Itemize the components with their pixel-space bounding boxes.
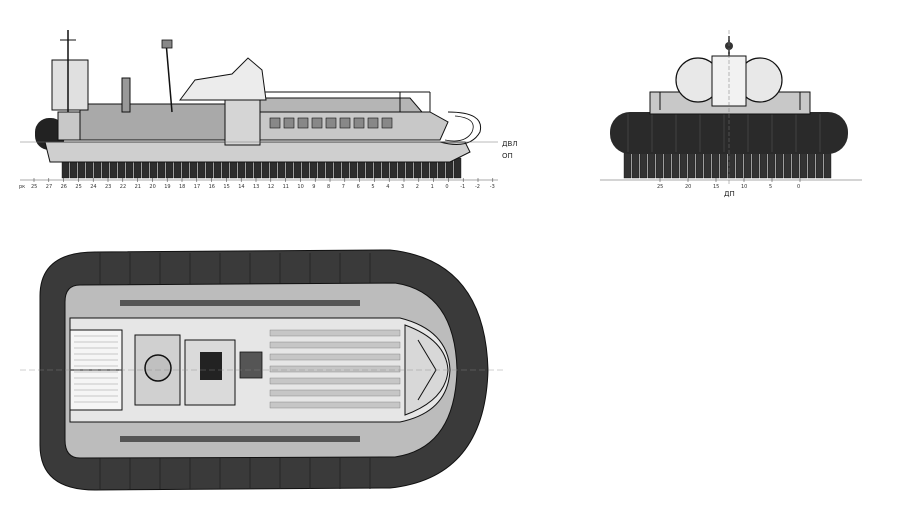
side-bow-ramp	[439, 111, 482, 145]
side-frame-tick-label: 10	[297, 184, 303, 190]
front-frame-tick-label: 15	[713, 184, 719, 190]
plan-rail-bottom	[120, 436, 360, 442]
waterline-label: ДВЛ	[502, 140, 518, 148]
front-frame-tick-label: 5	[769, 184, 772, 190]
side-exhaust	[121, 77, 131, 113]
front-view: 25 20 15 10 5 0 ДП	[600, 30, 862, 198]
side-frame-tick-label: 15	[223, 184, 229, 190]
plan-rail-top	[120, 300, 360, 306]
side-frame-tick-label: 22	[120, 184, 126, 190]
side-frame-tick-label: -1	[460, 184, 465, 190]
side-frame-tick-label: 9	[312, 184, 315, 190]
side-frame-tick-label: -2	[475, 184, 480, 190]
front-frame-tick-label: 0	[797, 184, 800, 190]
side-frame-tick-label: 4	[386, 184, 389, 190]
side-frame-tick-label: 2	[416, 184, 419, 190]
plan-engine-circle	[144, 354, 172, 382]
side-frame-tick-label: 11	[283, 184, 289, 190]
side-frame-tick-label: 25	[31, 184, 37, 190]
side-frame-tick-label: 18	[179, 184, 185, 190]
side-skirt-fingers	[61, 157, 462, 179]
side-frame-tick-label: 24	[90, 184, 96, 190]
side-frame-tick-label: -3	[490, 184, 495, 190]
front-frame-scale: 25 20 15 10 5 0	[657, 178, 801, 190]
side-frame-tick-label: 23	[105, 184, 111, 190]
side-mast-2	[165, 41, 173, 113]
side-frame-tick-label: 14	[238, 184, 244, 190]
frame-prefix: рк	[19, 184, 25, 190]
side-wheelhouse	[179, 57, 267, 101]
front-frame-tick-label: 10	[741, 184, 747, 190]
side-railing	[265, 91, 431, 112]
side-frame-tick-label: 21	[135, 184, 141, 190]
side-frame-tick-label: 3	[401, 184, 404, 190]
side-frame-tick-label: 17	[194, 184, 200, 190]
side-frame-tick-label: 5	[371, 184, 374, 190]
side-frame-tick-label: 12	[268, 184, 274, 190]
side-frame-tick-label: 8	[327, 184, 330, 190]
front-frame-tick-label: 25	[657, 184, 663, 190]
side-frame-tick-label: 7	[342, 184, 345, 190]
front-frame-tick-label: 20	[685, 184, 691, 190]
centerline-label: ДП	[724, 190, 735, 198]
side-frame-tick-label: 16	[209, 184, 215, 190]
side-cabin	[254, 97, 424, 113]
side-frame-tick-label: 13	[253, 184, 259, 190]
side-frame-tick-label: 27	[46, 184, 52, 190]
plan-console	[200, 352, 222, 380]
front-skirt-fingers	[623, 145, 832, 179]
side-frame-tick-label: 6	[357, 184, 360, 190]
side-engine-bay	[79, 103, 251, 141]
plan-view	[20, 249, 505, 491]
baseline-label: ОП	[502, 152, 513, 160]
side-door	[224, 99, 261, 146]
side-frame-tick-label: 1	[431, 184, 434, 190]
side-frame-tick-label: 0	[445, 184, 448, 190]
plan-seat	[239, 351, 263, 379]
side-frame-tick-label: 20	[149, 184, 155, 190]
side-cabin-windows	[269, 117, 393, 129]
side-frame-tick-label: 26	[61, 184, 67, 190]
side-frame-tick-label: 19	[164, 184, 170, 190]
plan-cabin	[269, 329, 401, 409]
side-frame-tick-label: 25	[75, 184, 81, 190]
side-propeller-duct	[51, 59, 89, 111]
